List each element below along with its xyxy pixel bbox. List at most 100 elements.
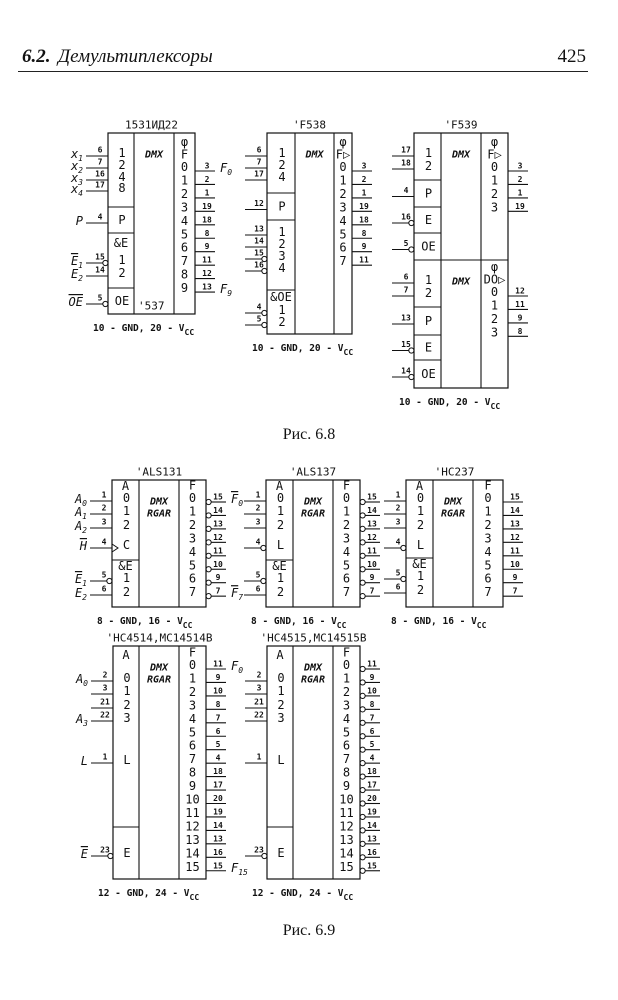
pin-number: 8 (518, 327, 523, 336)
input-label: P (118, 213, 125, 227)
input-label: 4 (278, 261, 285, 275)
power-pins-note: 8 - GND, 16 - VCC (251, 616, 347, 630)
pin-number: 19 (359, 202, 369, 211)
function-label: DMX (149, 497, 169, 508)
signal-name-base: H (79, 539, 88, 553)
input-label: 1 (123, 684, 130, 698)
input-label: 2 (278, 237, 285, 251)
output-label: 0 (343, 491, 350, 505)
section-header: A (276, 648, 284, 662)
output-label: 3 (343, 698, 350, 712)
signal-name: F0 (231, 659, 243, 675)
inversion-bubble-icon (106, 577, 113, 585)
pin-number: 13 (213, 519, 223, 528)
output-label: 4 (189, 545, 196, 559)
pin-number: 9 (370, 573, 375, 582)
output-label: 15 (185, 860, 199, 874)
power-pins-text: 10 - GND, 20 - V (93, 323, 185, 334)
output-label: 1 (491, 298, 498, 312)
pin-number: 9 (216, 673, 221, 682)
pin-number: 5 (257, 315, 262, 324)
power-pins-note: 10 - GND, 20 - VCC (399, 397, 500, 411)
output-label: 2 (491, 312, 498, 326)
input-pin: 16 (392, 273, 432, 287)
pin-number: 9 (205, 242, 210, 251)
inversion-bubble-icon (400, 544, 407, 552)
output-label: 4 (189, 712, 196, 726)
input-pin: 27 (245, 158, 286, 172)
inversion-bubble-icon (261, 309, 268, 317)
input-label: 1 (278, 303, 285, 317)
chip-title: 'F538 (293, 119, 326, 132)
pin-number: 2 (102, 504, 107, 513)
input-label: 0 (123, 491, 130, 505)
output-header: F (484, 479, 491, 493)
output-label: 4 (339, 214, 346, 228)
function-label: DMX (303, 663, 323, 674)
input-pin: 113 (245, 225, 286, 239)
output-label: 2 (484, 518, 491, 532)
pin-number: 3 (257, 684, 262, 693)
pin-number: 7 (216, 587, 221, 596)
signal-name: A0 (74, 492, 87, 508)
inversion-bubble-icon (205, 552, 212, 559)
pin-number: 6 (102, 585, 107, 594)
signal-name: E2 (75, 586, 87, 602)
input-label: 2 (417, 518, 424, 532)
input-pin: 417 (245, 170, 286, 184)
function-label: RGAR (147, 509, 171, 520)
input-pin: E23 (245, 846, 285, 860)
output-label: 15 (339, 860, 353, 874)
signal-name-subscript: 9 (227, 289, 232, 298)
signal-name-subscript: 15 (238, 867, 248, 876)
output-header: F (189, 479, 196, 493)
input-label: 2 (425, 286, 432, 300)
output-label: 8 (343, 766, 350, 780)
input-label: 2 (278, 158, 285, 172)
pin-number: 22 (254, 711, 264, 720)
output-label: 4 (343, 545, 350, 559)
output-label: 7 (181, 254, 188, 268)
pin-number: 2 (103, 671, 108, 680)
figure-caption-6-9: Рис. 6.9 (282, 922, 336, 939)
pin-number: 14 (254, 237, 264, 246)
chip-outline (266, 645, 361, 880)
output-label: 4 (181, 214, 188, 228)
input-label: 0 (277, 671, 284, 685)
input-label: 2 (118, 266, 125, 280)
pin-number: 15 (254, 249, 264, 258)
power-pins-note: 10 - GND, 20 - VCC (93, 323, 194, 337)
signal-name-subscript: 0 (227, 168, 232, 177)
input-label: E (425, 341, 432, 355)
input-label: 2 (425, 159, 432, 173)
pin-number: 15 (510, 493, 520, 502)
pin-number: 16 (95, 170, 105, 179)
input-label: 2 (123, 518, 130, 532)
input-label: 8 (118, 181, 125, 195)
input-pin: 26 (384, 583, 424, 597)
signal-name-subscript: 2 (82, 593, 87, 602)
pin-number: 10 (213, 686, 223, 695)
input-pin: 16 (245, 146, 286, 160)
input-label: 3 (278, 249, 285, 263)
inversion-bubble-icon (359, 498, 366, 506)
output-label: 7 (189, 752, 196, 766)
power-pins-note: 8 - GND, 16 - VCC (97, 616, 193, 630)
input-pin: 3 15 (245, 249, 286, 263)
input-label: 2 (277, 518, 284, 532)
